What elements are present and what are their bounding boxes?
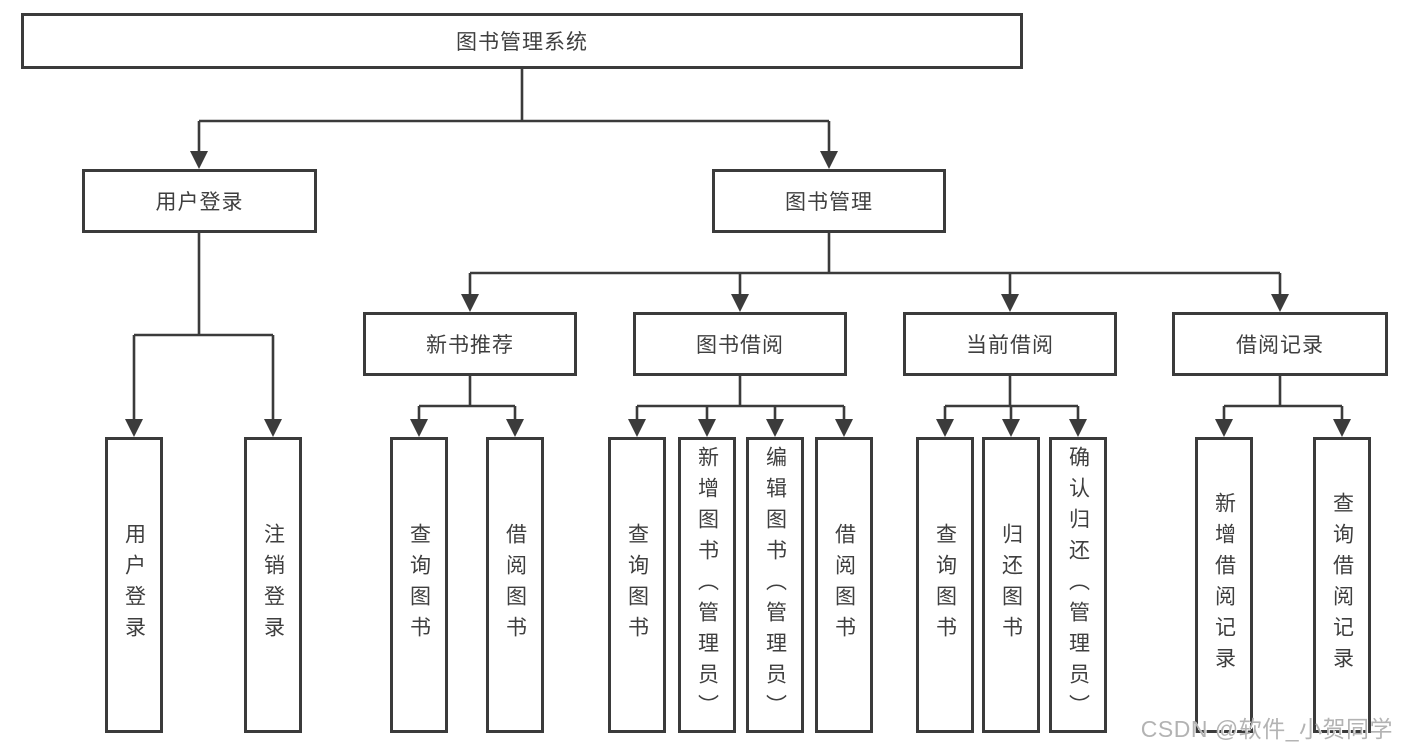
leaf-query-books-current: 查询图书 [916,437,974,733]
leaf-query-borrow-record: 查询借阅记录 [1313,437,1371,733]
arrow-down-icon [410,419,428,437]
csdn-watermark: CSDN @软件_小贺同学 [1140,716,1393,742]
node-label: 查询图书 [933,523,957,647]
leaf-borrow-books-borrowing: 借阅图书 [815,437,873,733]
arrow-down-icon [1333,419,1351,437]
arrow-down-icon [125,419,143,437]
node-label: 新增借阅记录 [1212,492,1236,678]
node-book-management: 图书管理 [712,169,946,233]
node-label: 查询图书 [625,523,649,647]
node-label: 归还图书 [999,523,1023,647]
leaf-return-books: 归还图书 [982,437,1040,733]
arrow-down-icon [698,419,716,437]
node-library-management-system: 图书管理系统 [21,13,1023,69]
leaf-query-books-borrowing: 查询图书 [608,437,666,733]
edges-book-borrowing [628,376,853,437]
leaf-edit-books-admin: 编辑图书（管理员） [746,437,804,733]
edges-book-management [461,233,1289,312]
node-label: 查询借阅记录 [1330,492,1354,678]
node-label: 注销登录 [261,523,285,647]
edges-current-borrowing [936,376,1087,437]
leaf-borrow-books-recommend: 借阅图书 [486,437,544,733]
leaf-confirm-return-admin: 确认归还（管理员） [1049,437,1107,733]
arrow-down-icon [1001,294,1019,312]
node-label: 当前借阅 [966,334,1054,357]
leaf-user-login: 用户登录 [105,437,163,733]
node-label: 借阅记录 [1236,334,1324,357]
leaf-add-books-admin: 新增图书（管理员） [678,437,736,733]
arrow-down-icon [628,419,646,437]
arrow-down-icon [766,419,784,437]
node-label: 图书管理系统 [456,31,588,54]
leaf-query-books-recommend: 查询图书 [390,437,448,733]
node-current-borrowing: 当前借阅 [903,312,1117,376]
arrow-down-icon [731,294,749,312]
arrow-down-icon [936,419,954,437]
edges-root [190,69,838,169]
arrow-down-icon [461,294,479,312]
arrow-down-icon [506,419,524,437]
node-new-book-recommendation: 新书推荐 [363,312,577,376]
arrow-down-icon [1069,419,1087,437]
node-label: 用户登录 [122,523,146,647]
node-borrowing-records: 借阅记录 [1172,312,1388,376]
node-label: 新书推荐 [426,334,514,357]
node-label: 编辑图书（管理员） [763,445,787,725]
node-label: 借阅图书 [503,523,527,647]
node-book-borrowing: 图书借阅 [633,312,847,376]
node-label: 图书借阅 [696,334,784,357]
leaf-logout-login: 注销登录 [244,437,302,733]
node-label: 查询图书 [407,523,431,647]
node-label: 图书管理 [785,191,873,214]
node-label: 用户登录 [155,191,244,214]
node-label: 借阅图书 [832,523,856,647]
arrow-down-icon [1271,294,1289,312]
edges-borrowing-records [1215,376,1351,437]
edges-user-login [125,233,282,437]
arrow-down-icon [820,151,838,169]
leaf-add-borrow-record: 新增借阅记录 [1195,437,1253,733]
edges-new-book-recommendation [410,376,524,437]
arrow-down-icon [264,419,282,437]
arrow-down-icon [1002,419,1020,437]
node-label: 确认归还（管理员） [1066,445,1090,725]
arrow-down-icon [1215,419,1233,437]
node-user-login: 用户登录 [82,169,317,233]
node-label: 新增图书（管理员） [695,445,719,725]
arrow-down-icon [190,151,208,169]
arrow-down-icon [835,419,853,437]
